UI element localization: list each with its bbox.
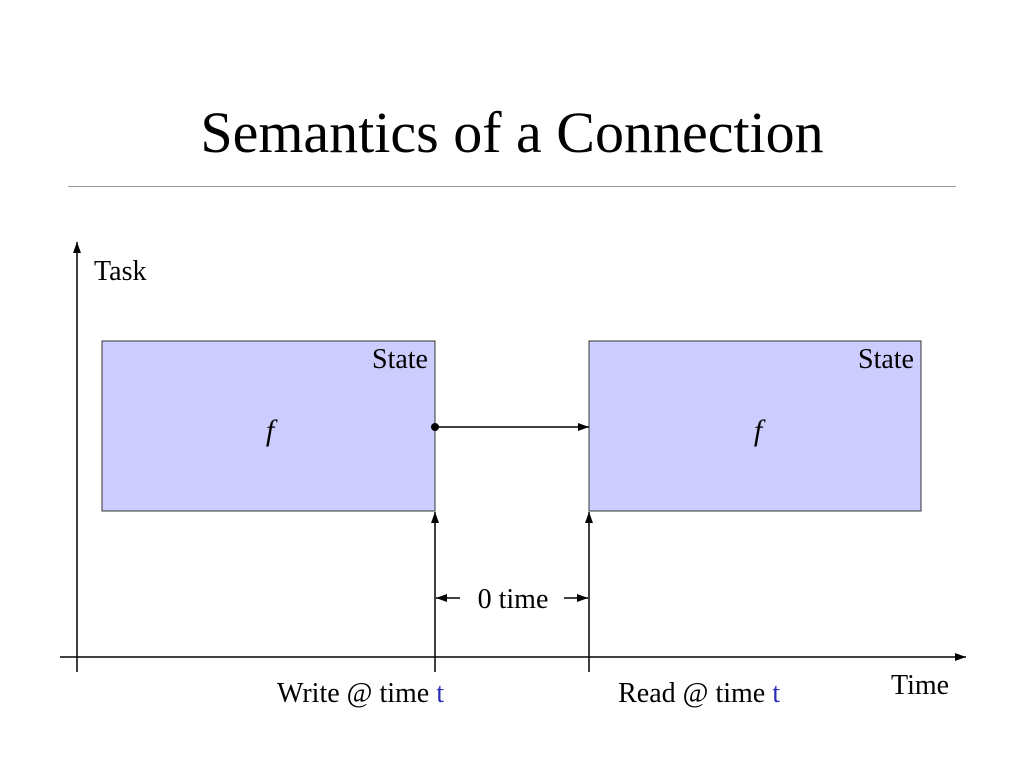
slide-title: Semantics of a Connection [200, 100, 824, 165]
task-box-write-state-label: State [372, 344, 428, 375]
x-axis-label: Time [891, 670, 949, 701]
task-box-write [101, 340, 436, 512]
y-axis-label: Task [94, 256, 146, 287]
read-event-label: Read @ time t [618, 678, 780, 709]
read-event-time-var: t [772, 678, 780, 709]
write-event-label: Write @ time t [277, 678, 444, 709]
write-event-time-var: t [436, 678, 444, 709]
write-event-prefix: Write @ time [277, 678, 436, 709]
gap-label: 0 time [478, 584, 549, 615]
task-box-read-state-label: State [858, 344, 914, 375]
task-box-read [588, 340, 922, 512]
title-divider [68, 186, 956, 187]
read-event-prefix: Read @ time [618, 678, 772, 709]
